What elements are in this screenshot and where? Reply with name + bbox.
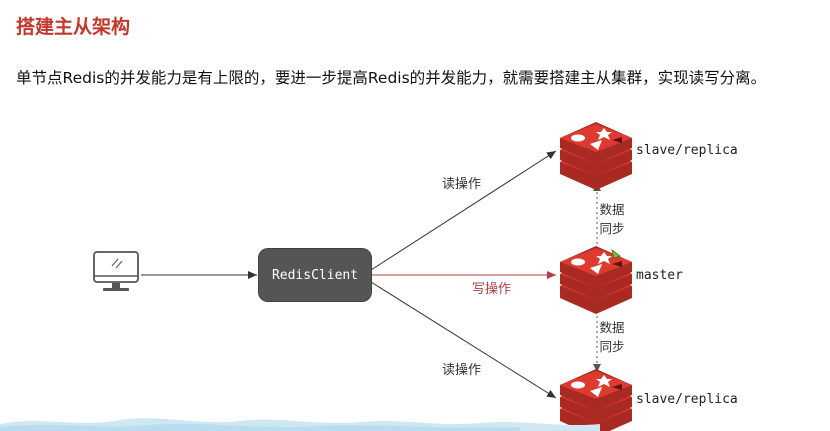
monitor-icon[interactable] (93, 251, 139, 291)
sync-label-bottom: 数据 同步 (597, 318, 627, 356)
read-arrow-bottom (370, 281, 557, 399)
slave-bottom-label: slave/replica (636, 392, 738, 407)
slave-top-label: slave/replica (636, 143, 738, 158)
sync-label-top-line1: 数据 (599, 202, 625, 217)
page-title: 搭建主从架构 (16, 16, 131, 38)
redis-client-label: RedisClient (271, 267, 359, 283)
sync-label-bottom-line1: 数据 (599, 320, 625, 335)
intro-text: 单节点Redis的并发能力是有上限的，要进一步提高Redis的并发能力，就需要搭… (16, 69, 767, 87)
cursor-icon (611, 249, 621, 259)
read-op-label-bottom: 读操作 (442, 363, 482, 378)
redis-master-icon[interactable] (560, 246, 632, 314)
sync-label-bottom-line2: 同步 (599, 339, 625, 354)
sync-label-top: 数据 同步 (597, 200, 627, 238)
master-label: master (636, 268, 683, 283)
write-op-label: 写操作 (472, 282, 512, 297)
decorative-clouds (0, 418, 600, 431)
redis-client-box[interactable]: RedisClient (259, 249, 371, 301)
read-op-label-top: 读操作 (442, 177, 482, 192)
sync-label-top-line2: 同步 (599, 221, 625, 236)
redis-slave-top-icon[interactable] (560, 122, 632, 190)
read-arrow-top (370, 150, 557, 271)
